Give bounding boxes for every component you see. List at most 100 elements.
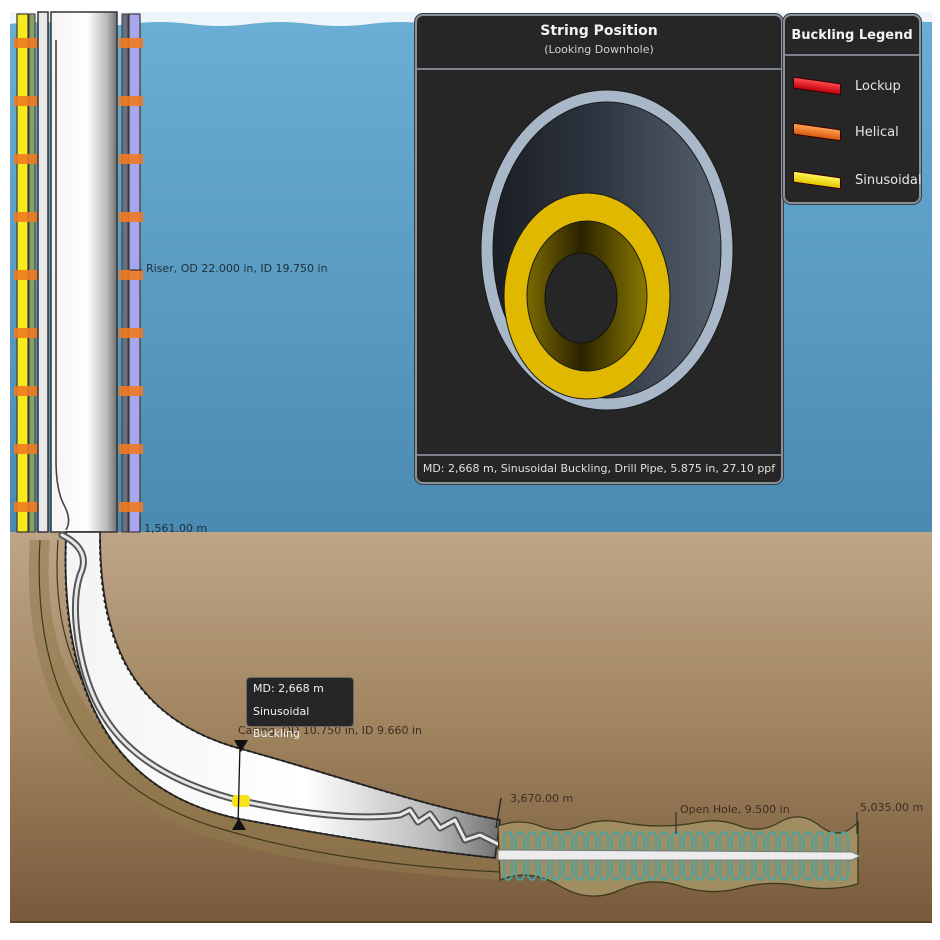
centralizer	[647, 831, 657, 852]
centralizer	[743, 860, 753, 881]
string-position-title: String Position	[540, 23, 658, 39]
lockup-swatch-icon	[793, 76, 841, 96]
centralizer	[527, 860, 537, 881]
legend-item-helical: Helical	[793, 122, 899, 142]
helical-swatch-icon	[793, 122, 841, 142]
centralizer	[731, 831, 741, 852]
casing-section	[28, 531, 504, 880]
tooltip-md: MD: 2,668 m	[253, 682, 324, 695]
open-hole-section	[497, 816, 862, 897]
centralizer	[539, 831, 549, 852]
riser-clamp	[14, 154, 38, 164]
riser-clamp	[119, 444, 143, 454]
string-position-footer: MD: 2,668 m, Sinusoidal Buckling, Drill …	[417, 454, 781, 482]
string-position-subtitle: (Looking Downhole)	[544, 43, 654, 56]
td-depth-label: 5,035.00 m	[860, 801, 924, 814]
centralizer	[599, 831, 609, 852]
tooltip-status: Sinusoidal Buckling	[253, 705, 310, 740]
centralizer	[815, 831, 825, 852]
centralizer	[599, 860, 609, 881]
centralizer	[767, 860, 777, 881]
centralizer	[575, 860, 585, 881]
centralizer	[839, 860, 849, 881]
riser-clamp	[119, 154, 143, 164]
sinusoidal-swatch-icon	[793, 170, 841, 190]
centralizer	[635, 831, 645, 852]
riser-clamp	[14, 270, 38, 280]
centralizer	[527, 831, 537, 852]
casing-shoe-depth-label: 3,670.00 m	[510, 792, 574, 805]
centralizer	[623, 831, 633, 852]
riser-clamp	[119, 38, 143, 48]
md-tooltip: MD: 2,668 m Sinusoidal Buckling	[246, 677, 354, 740]
centralizer	[755, 831, 765, 852]
centralizer	[803, 831, 813, 852]
centralizer	[503, 831, 513, 852]
centralizer	[587, 831, 597, 852]
centralizer	[635, 860, 645, 881]
centralizer	[671, 860, 681, 881]
string-position-panel: String Position (Looking Downhole) MD: 2…	[415, 14, 783, 484]
centralizer	[623, 860, 633, 881]
centralizer	[839, 831, 849, 852]
sinusoidal-buckling-marker	[232, 795, 250, 807]
drill-pipe-bore	[544, 252, 618, 344]
buckling-legend-panel: Buckling Legend Lockup Helical Sinusoida…	[783, 14, 922, 204]
riser-clamp	[14, 502, 38, 512]
riser-clamp	[119, 502, 143, 512]
casing-label: Casing, OD 10.750 in, ID 9.660 in	[238, 724, 423, 737]
centralizer	[515, 831, 525, 852]
riser-aux-lines	[14, 13, 143, 533]
riser-clamp	[14, 444, 38, 454]
centralizer	[659, 831, 669, 852]
centralizer	[695, 860, 705, 881]
legend-item-sinusoidal: Sinusoidal	[793, 170, 922, 190]
riser-clamp	[119, 270, 143, 280]
centralizer	[779, 831, 789, 852]
riser-clamp	[14, 386, 38, 396]
centralizer	[791, 831, 801, 852]
md-marker[interactable]	[232, 740, 248, 830]
cross-section-view	[480, 89, 734, 411]
centralizer	[551, 860, 561, 881]
centralizer	[707, 831, 717, 852]
centralizer	[659, 860, 669, 881]
centralizer	[779, 860, 789, 881]
formation-wall	[28, 540, 500, 880]
centralizer	[719, 860, 729, 881]
legend-item-lockup: Lockup	[793, 76, 901, 96]
riser	[37, 11, 118, 533]
centralizer	[695, 831, 705, 852]
riser-clamp	[119, 386, 143, 396]
riser-clamp	[14, 212, 38, 222]
centralizer	[563, 831, 573, 852]
centralizer	[815, 860, 825, 881]
centralizer	[827, 860, 837, 881]
centralizer	[515, 860, 525, 881]
riser-clamp	[14, 38, 38, 48]
centralizer	[827, 831, 837, 852]
centralizer	[791, 860, 801, 881]
centralizer	[563, 860, 573, 881]
centralizer	[611, 831, 621, 852]
mudline-depth-label: 1,561.00 m	[144, 522, 208, 535]
centralizer	[743, 831, 753, 852]
riser-label: Riser, OD 22.000 in, ID 19.750 in	[146, 262, 328, 275]
string-position-header: String Position (Looking Downhole)	[417, 16, 781, 70]
riser-clamp	[14, 96, 38, 106]
riser-clamp	[119, 96, 143, 106]
centralizer	[755, 860, 765, 881]
open-hole-label: Open Hole, 9.500 in	[680, 803, 790, 816]
riser-clamp	[119, 212, 143, 222]
riser-clamp	[14, 328, 38, 338]
centralizer	[503, 860, 513, 881]
centralizer	[719, 831, 729, 852]
centralizer	[551, 831, 561, 852]
centralizer	[611, 860, 621, 881]
buckling-legend-title: Buckling Legend	[785, 16, 919, 56]
centralizer	[647, 860, 657, 881]
centralizer	[683, 831, 693, 852]
centralizer	[575, 831, 585, 852]
centralizer	[731, 860, 741, 881]
centralizer	[587, 860, 597, 881]
